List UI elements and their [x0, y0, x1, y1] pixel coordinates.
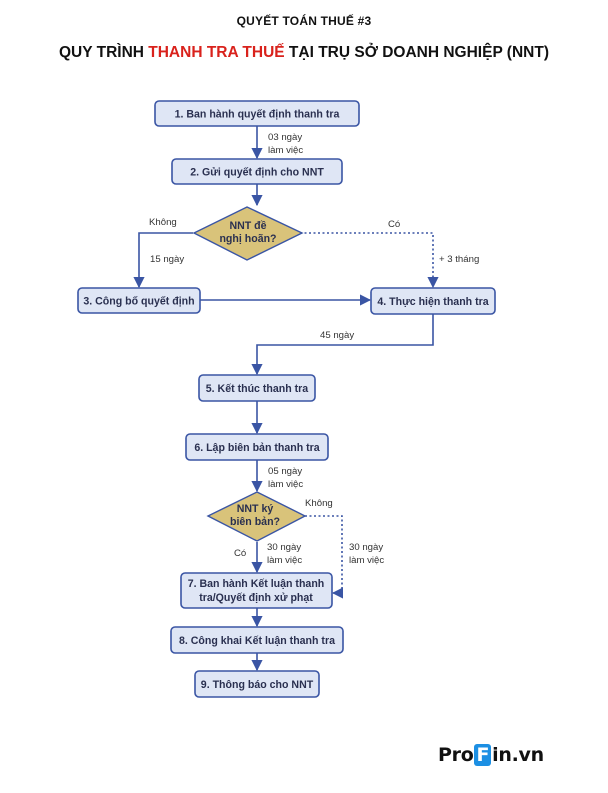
page-title: QUY TRÌNH THANH TRA THUẾ TẠI TRỤ SỞ DOAN…	[0, 44, 608, 62]
step-1-box: 1. Ban hành quyết định thanh tra	[154, 100, 360, 127]
step-8-box: 8. Công khai Kết luận thanh tra	[170, 626, 344, 654]
step-2-label: 2. Gửi quyết định cho NNT	[190, 167, 324, 179]
logo-post: in.vn	[492, 744, 544, 766]
step-3-box: 3. Công bố quyết định	[77, 287, 201, 314]
step-7-box: 7. Ban hành Kết luận thanh tra/Quyết địn…	[180, 572, 333, 609]
time-label-6-line2: làm việc	[268, 479, 303, 490]
step-6-label: 6. Lập biên bản thanh tra	[194, 442, 319, 454]
step-1-label: 1. Ban hành quyết định thanh tra	[175, 109, 340, 121]
decision-2-no-label: Không	[305, 498, 333, 509]
step-7-label-line1: 7. Ban hành Kết luận thanh	[188, 578, 325, 590]
step-8-label: 8. Công khai Kết luận thanh tra	[179, 635, 335, 647]
step-5-label: 5. Kết thúc thanh tra	[206, 383, 309, 395]
decision-1-yes-label: Có	[388, 219, 400, 230]
time-label-1-line2: làm việc	[268, 145, 303, 156]
title-highlight: THANH TRA THUẾ	[148, 44, 285, 61]
decision-1-no-time: 15 ngày	[150, 254, 184, 265]
title-part1: QUY TRÌNH	[58, 44, 149, 61]
step-5-box: 5. Kết thúc thanh tra	[198, 374, 316, 402]
step-9-box: 9. Thông báo cho NNT	[194, 670, 320, 698]
arrow-d2-7-no	[305, 515, 344, 599]
decision-1-line1: NNT đề	[229, 220, 266, 232]
connectors	[133, 126, 439, 672]
decision-2-yes-time-line1: 30 ngày	[267, 542, 301, 553]
decision-1: NNT đề nghị hoãn?	[192, 206, 304, 261]
decision-1-no-label: Không	[149, 217, 177, 228]
supertitle: QUYẾT TOÁN THUẾ #3	[236, 14, 372, 28]
arrow-d1-3	[133, 232, 193, 289]
decision-1-yes-time: + 3 tháng	[439, 254, 479, 265]
time-label-6-line1: 05 ngày	[268, 466, 302, 477]
logo-pre: Pro	[438, 744, 474, 766]
step-4-box: 4. Thực hiện thanh tra	[370, 287, 496, 315]
step-6-box: 6. Lập biên bản thanh tra	[185, 433, 329, 461]
decision-2-line1: NNT ký	[237, 503, 274, 515]
time-label-1-line1: 03 ngày	[268, 132, 302, 143]
decision-2-yes-time-line2: làm việc	[267, 555, 302, 566]
step-3-label: 3. Công bố quyết định	[83, 296, 194, 308]
decision-2-line2: biên bản?	[230, 516, 280, 528]
step-2-box: 2. Gửi quyết định cho NNT	[171, 158, 343, 185]
step-7-label-line2: tra/Quyết định xử phạt	[199, 592, 313, 604]
decision-2: NNT ký biên bản?	[206, 491, 307, 542]
arrow-4-5	[251, 314, 434, 376]
arrow-d1-4	[300, 232, 439, 289]
decision-2-no-time-line1: 30 ngày	[349, 542, 383, 553]
decision-1-line2: nghị hoãn?	[219, 233, 276, 245]
step-4-label: 4. Thực hiện thanh tra	[377, 296, 488, 308]
logo-mark: F	[474, 744, 492, 766]
title-part2: TẠI TRỤ SỞ DOANH NGHIỆP (NNT)	[284, 44, 549, 61]
step-9-label: 9. Thông báo cho NNT	[201, 679, 314, 691]
decision-2-no-time-line2: làm việc	[349, 555, 384, 566]
decision-2-yes-label: Có	[234, 548, 246, 559]
time-label-4: 45 ngày	[320, 330, 354, 341]
